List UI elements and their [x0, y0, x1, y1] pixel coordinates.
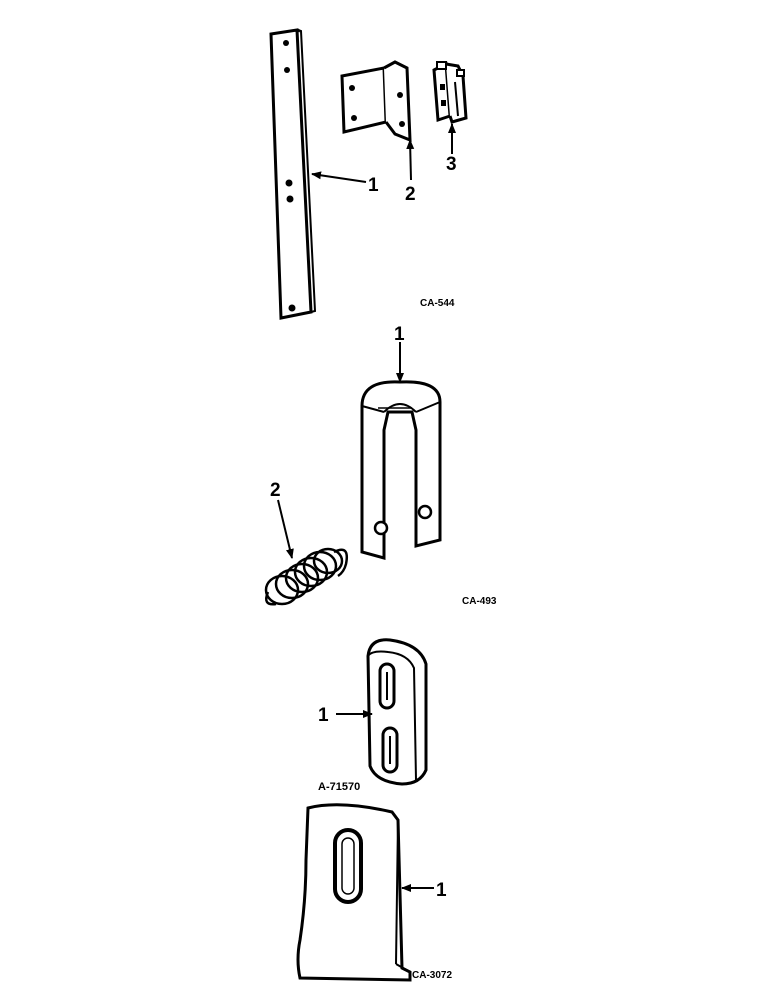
small-clip-part	[432, 61, 468, 124]
slotted-block-part	[366, 638, 428, 786]
group-ca-544: 1 2 3 CA-544	[269, 28, 468, 320]
long-bar-part	[269, 28, 317, 320]
callout-number: 1	[318, 705, 329, 726]
curved-plate-part	[296, 803, 412, 982]
figure-reference-code: A-71570	[318, 781, 360, 793]
callout-arrow	[406, 139, 415, 181]
group-ca-493: 1 2 CA-493	[264, 324, 497, 607]
callout-number: 3	[446, 154, 457, 175]
callout-number: 2	[270, 480, 281, 501]
coil-spring-part	[264, 547, 348, 606]
callout-number: 2	[405, 184, 416, 205]
figure-reference-code: CA-493	[462, 596, 497, 607]
figure-reference-code: CA-3072	[412, 970, 452, 981]
callout-number: 1	[394, 324, 405, 345]
callout-arrow	[311, 171, 367, 183]
group-ca-3072: 1 CA-3072	[296, 803, 452, 982]
callout-number: 1	[368, 175, 379, 196]
u-clevis-part	[360, 380, 442, 560]
figure-reference-code: CA-544	[420, 298, 455, 309]
callout-arrow	[277, 499, 294, 559]
callout-number: 1	[436, 880, 447, 901]
angle-bracket-part	[340, 60, 412, 143]
group-a-71570: 1 A-71570	[318, 638, 428, 793]
